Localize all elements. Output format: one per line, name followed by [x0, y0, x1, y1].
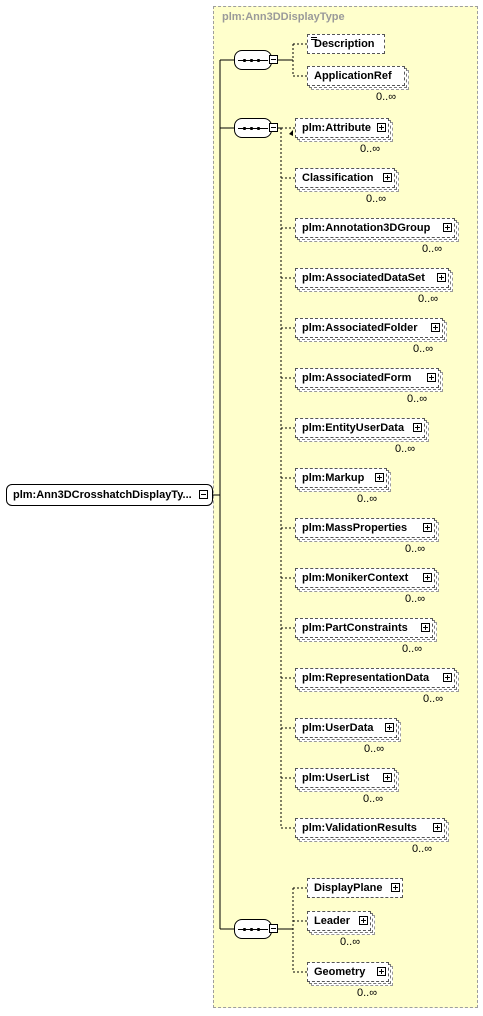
occurrence-label: 0..∞	[405, 543, 426, 555]
schema-element[interactable]: plm:Annotation3DGroup	[295, 218, 455, 238]
expand-icon[interactable]	[421, 623, 430, 632]
schema-element-label: plm:Annotation3DGroup	[302, 222, 431, 234]
occurrence-label: 0..∞	[412, 843, 433, 855]
schema-element[interactable]: plm:AssociatedDataSet	[295, 268, 449, 288]
schema-element[interactable]: DisplayPlane	[307, 878, 403, 898]
expand-icon[interactable]	[443, 673, 452, 682]
expand-icon[interactable]	[423, 523, 432, 532]
sequence-compositor[interactable]	[234, 919, 272, 939]
expand-icon[interactable]	[359, 916, 368, 925]
schema-element-label: plm:AssociatedFolder	[302, 322, 418, 334]
schema-element-label: plm:Attribute	[302, 122, 372, 134]
schema-element-label: plm:AssociatedDataSet	[302, 272, 425, 284]
root-element[interactable]: plm:Ann3DCrosshatchDisplayTy...	[6, 484, 213, 506]
expand-icon[interactable]	[437, 273, 446, 282]
schema-element-label: ApplicationRef	[314, 70, 392, 82]
schema-element[interactable]: plm:UserList	[295, 768, 395, 788]
expand-icon[interactable]	[377, 123, 386, 132]
occurrence-label: 0..∞	[413, 343, 434, 355]
schema-element-label: plm:PartConstraints	[302, 622, 408, 634]
schema-element[interactable]: plm:RepresentationData	[295, 668, 455, 688]
schema-element-label: plm:EntityUserData	[302, 422, 405, 434]
schema-element-label: plm:Markup	[302, 472, 365, 484]
schema-element-label: plm:RepresentationData	[302, 672, 430, 684]
schema-element-label: Geometry	[314, 966, 366, 978]
expand-icon[interactable]	[423, 573, 432, 582]
expand-icon[interactable]	[385, 723, 394, 732]
occurrence-label: 0..∞	[360, 143, 381, 155]
collapse-icon[interactable]	[269, 924, 278, 933]
occurrence-label: 0..∞	[418, 293, 439, 305]
schema-element[interactable]: plm:EntityUserData	[295, 418, 425, 438]
expand-icon[interactable]	[443, 223, 452, 232]
type-title: plm:Ann3DDisplayType	[222, 11, 345, 23]
occurrence-label: 0..∞	[405, 593, 426, 605]
schema-element-label: plm:UserData	[302, 722, 374, 734]
collapse-icon[interactable]	[269, 55, 278, 64]
occurrence-label: 0..∞	[395, 443, 416, 455]
occurrence-label: 0..∞	[422, 243, 443, 255]
schema-element-label: Description	[314, 38, 375, 50]
expand-icon[interactable]	[377, 967, 386, 976]
schema-element-label: plm:MonikerContext	[302, 572, 409, 584]
expand-icon[interactable]	[433, 823, 442, 832]
arrow-marker	[289, 130, 293, 136]
schema-element[interactable]: Geometry	[307, 962, 389, 982]
occurrence-label: 0..∞	[423, 693, 444, 705]
schema-element[interactable]: plm:MonikerContext	[295, 568, 435, 588]
schema-element-label: plm:UserList	[302, 772, 370, 784]
occurrence-label: 0..∞	[363, 793, 384, 805]
schema-element-label: plm:AssociatedForm	[302, 372, 412, 384]
expand-icon[interactable]	[391, 883, 400, 892]
sequence-compositor[interactable]	[234, 118, 272, 138]
expand-icon[interactable]	[413, 423, 422, 432]
collapse-icon[interactable]	[269, 123, 278, 132]
schema-element[interactable]: plm:AssociatedFolder	[295, 318, 443, 338]
documentation-icon	[311, 37, 317, 40]
schema-element[interactable]: plm:UserData	[295, 718, 397, 738]
sequence-compositor[interactable]	[234, 50, 272, 70]
schema-element-label: DisplayPlane	[314, 882, 383, 894]
root-element-label: plm:Ann3DCrosshatchDisplayTy...	[13, 489, 192, 501]
schema-element[interactable]: plm:Markup	[295, 468, 387, 488]
schema-element-label: plm:MassProperties	[302, 522, 408, 534]
schema-element[interactable]: plm:Attribute	[295, 118, 389, 138]
schema-element-label: plm:ValidationResults	[302, 822, 417, 834]
schema-element[interactable]: Description	[307, 34, 385, 54]
schema-element[interactable]: ApplicationRef	[307, 66, 405, 86]
occurrence-label: 0..∞	[357, 987, 378, 999]
occurrence-label: 0..∞	[376, 91, 397, 103]
schema-element[interactable]: Leader	[307, 911, 371, 931]
occurrence-label: 0..∞	[357, 493, 378, 505]
expand-icon[interactable]	[375, 473, 384, 482]
schema-element[interactable]: plm:MassProperties	[295, 518, 435, 538]
occurrence-label: 0..∞	[340, 936, 361, 948]
occurrence-label: 0..∞	[402, 643, 423, 655]
expand-icon[interactable]	[383, 173, 392, 182]
occurrence-label: 0..∞	[407, 393, 428, 405]
schema-element-label: Classification	[302, 172, 374, 184]
schema-element[interactable]: Classification	[295, 168, 395, 188]
schema-element[interactable]: plm:AssociatedForm	[295, 368, 439, 388]
expand-icon[interactable]	[427, 373, 436, 382]
occurrence-label: 0..∞	[366, 193, 387, 205]
collapse-icon[interactable]	[198, 490, 208, 499]
expand-icon[interactable]	[383, 773, 392, 782]
schema-element[interactable]: plm:PartConstraints	[295, 618, 433, 638]
expand-icon[interactable]	[431, 323, 440, 332]
occurrence-label: 0..∞	[364, 743, 385, 755]
schema-element-label: Leader	[314, 915, 351, 927]
schema-element[interactable]: plm:ValidationResults	[295, 818, 445, 838]
